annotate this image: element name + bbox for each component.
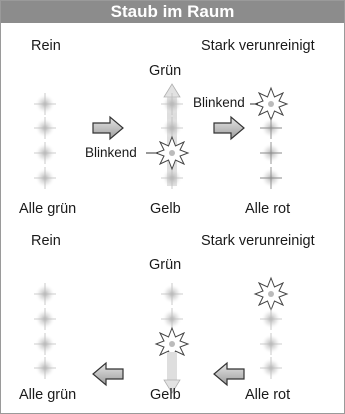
bottom-column-left xyxy=(33,282,57,380)
top-column-left xyxy=(33,92,57,190)
label-heavily-polluted: Stark verunreinigt xyxy=(201,233,315,249)
label-blinking: Blinkend xyxy=(85,145,137,160)
label-green: Grün xyxy=(149,257,182,273)
state-all-red: Alle rot xyxy=(245,387,291,403)
state-all-green: Alle grün xyxy=(19,387,77,403)
state-all-red: Alle rot xyxy=(245,201,291,217)
arrow-right-icon xyxy=(213,116,245,140)
arrow-left-icon xyxy=(213,362,245,386)
top-column-right xyxy=(254,87,288,190)
bottom-column-right xyxy=(254,277,288,380)
label-clean: Rein xyxy=(31,38,61,54)
state-all-green: Alle grün xyxy=(19,201,77,217)
label-heavily-polluted: Stark verunreinigt xyxy=(201,38,315,54)
state-yellow: Gelb xyxy=(150,201,181,217)
label-clean: Rein xyxy=(31,233,61,249)
arrow-left-icon xyxy=(92,362,124,386)
arrow-right-icon xyxy=(92,116,124,140)
bottom-column-middle xyxy=(155,282,189,394)
label-green: Grün xyxy=(149,63,182,79)
state-yellow: Gelb xyxy=(150,387,181,403)
label-blinking: Blinkend xyxy=(193,95,245,110)
panel-title: Staub im Raum xyxy=(1,1,344,23)
top-column-middle xyxy=(155,83,189,190)
